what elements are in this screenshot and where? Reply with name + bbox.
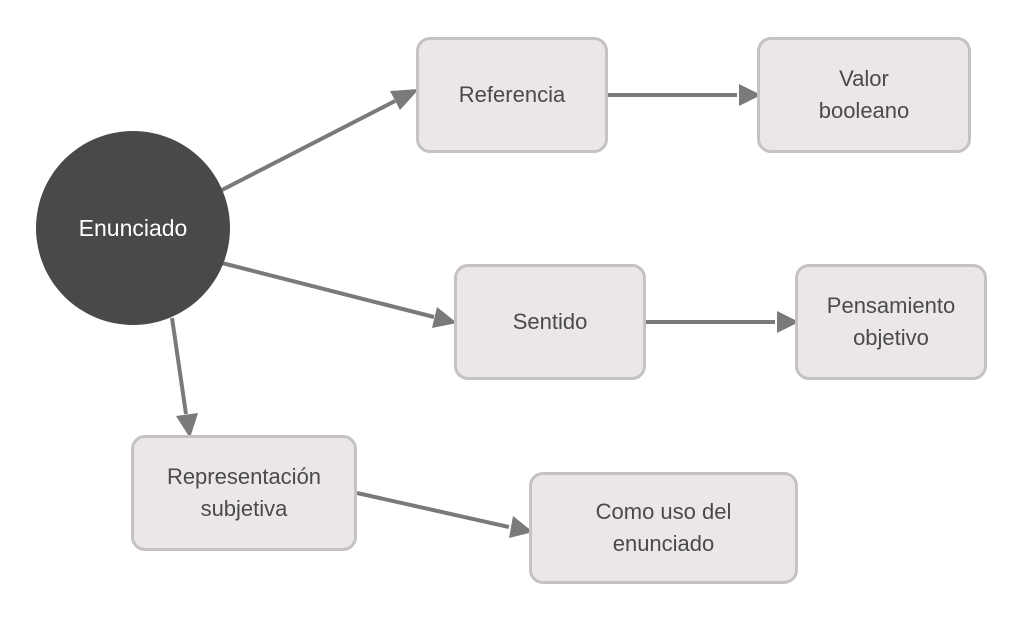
arrowhead-sentido xyxy=(432,307,457,328)
node-sentido-label: Sentido xyxy=(512,309,588,335)
node-representacion-subjetiva: Representación subjetiva xyxy=(131,435,357,551)
node-como-uso-del-enunciado-label: Como uso del enunciado xyxy=(595,499,732,556)
edge-enunciado-referencia xyxy=(221,99,396,192)
edge-enunciado-sentido xyxy=(221,261,435,319)
node-pensamiento-objetivo: Pensamiento objetivo xyxy=(795,264,987,380)
arrowhead-referencia xyxy=(390,89,419,110)
node-enunciado-label: Enunciado xyxy=(78,214,188,241)
arrowhead-uso xyxy=(509,516,533,538)
node-referencia-label: Referencia xyxy=(458,82,566,108)
node-pensamiento-objetivo-label: Pensamiento objetivo xyxy=(826,293,956,350)
arrowhead-representacion xyxy=(176,413,198,438)
node-valor-booleano-label: Valor booleano xyxy=(818,66,910,123)
node-enunciado: Enunciado xyxy=(36,131,230,325)
edge-representacion-uso xyxy=(356,491,510,529)
arrowhead-valor xyxy=(739,84,761,106)
arrowhead-pensamiento xyxy=(777,311,799,333)
node-como-uso-del-enunciado: Como uso del enunciado xyxy=(529,472,798,584)
node-valor-booleano: Valor booleano xyxy=(757,37,971,153)
node-referencia: Referencia xyxy=(416,37,608,153)
node-representacion-subjetiva-label: Representación subjetiva xyxy=(166,464,322,521)
edge-enunciado-representacion xyxy=(170,317,188,415)
node-sentido: Sentido xyxy=(454,264,646,380)
